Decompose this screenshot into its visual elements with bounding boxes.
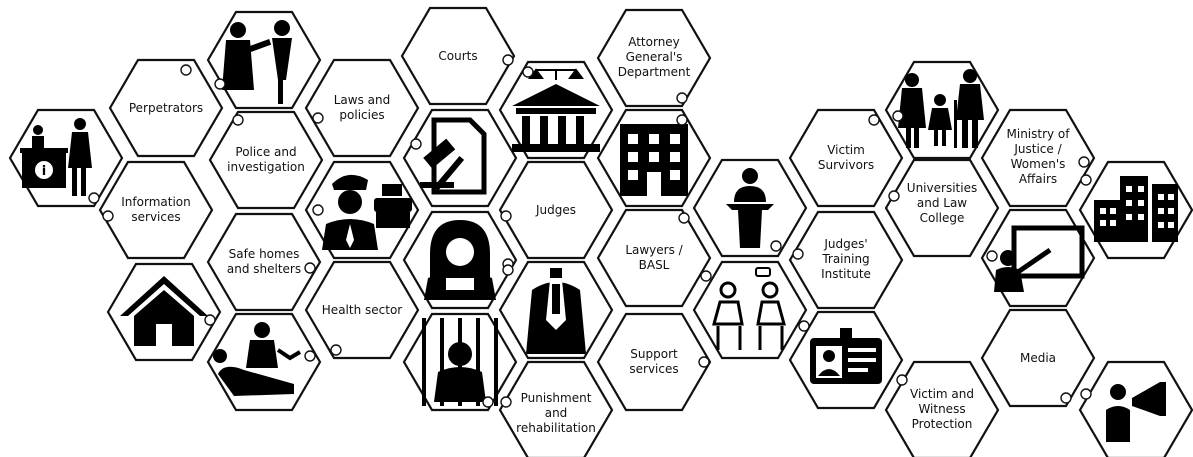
svg-text:i: i (42, 164, 46, 179)
label-laws: Laws and (334, 93, 391, 107)
svg-text:Courts: Courts (438, 49, 477, 63)
svg-text:Lawyers /BASL: Lawyers /BASL (625, 243, 683, 272)
house-icon (106, 262, 222, 362)
label-courts: Courts (438, 49, 477, 63)
hex-courts: Courts (400, 6, 516, 106)
svg-text:Judges: Judges (535, 203, 576, 217)
hex-connector-icon (304, 262, 316, 274)
hex-connector-icon (500, 210, 512, 222)
lawyer-robe-icon (498, 260, 614, 360)
hex-connector-icon (868, 114, 880, 126)
label-police: Police and (235, 145, 296, 159)
label-information-services: Information (121, 195, 190, 209)
medical-care-icon (206, 312, 322, 412)
counseling-session-icon (692, 260, 808, 360)
information-desk-icon: i (8, 108, 124, 208)
hex-health-sector: Health sector (304, 260, 420, 360)
hex-connector-icon (792, 248, 804, 260)
teacher-whiteboard-icon (980, 208, 1096, 308)
hex-connector-icon (678, 212, 690, 224)
svg-text:Health sector: Health sector (322, 303, 402, 317)
id-card-icon (788, 310, 904, 410)
megaphone-speaker-icon (1078, 360, 1193, 457)
label-victim: Victim (827, 143, 865, 157)
gavel-document-icon (402, 108, 518, 208)
hex-connector-icon (676, 92, 688, 104)
label-universities: Universities (907, 181, 977, 195)
label-health: Health sector (322, 303, 402, 317)
hex-connector-icon (500, 396, 512, 408)
label-perpetrators: Perpetrators (129, 101, 203, 115)
svg-text:Perpetrators: Perpetrators (129, 101, 203, 115)
hex-media: Media (980, 308, 1096, 408)
hex-connector-icon (698, 356, 710, 368)
hex-connector-icon (502, 54, 514, 66)
label-victim-witness: Victim and (910, 387, 974, 401)
label-punishment: Punishment (521, 391, 592, 405)
hex-connector-icon (102, 210, 114, 222)
label-judges: Judges (535, 203, 576, 217)
police-officer-icon (304, 160, 420, 260)
hex-connector-icon (232, 114, 244, 126)
label-judges-training: Judges' (823, 237, 867, 251)
hex-connector-icon (312, 112, 324, 124)
office-building-icon (596, 108, 712, 208)
label-safe-homes: Safe homes (229, 247, 300, 261)
label-media: Media (1020, 351, 1056, 365)
speaker-podium-icon (692, 158, 808, 258)
hex-judges: Judges (498, 160, 614, 260)
city-buildings-icon (1078, 160, 1193, 260)
hex-connector-icon (896, 374, 908, 386)
hex-perpetrators: Perpetrators (108, 58, 224, 158)
abuse-scene-icon (206, 10, 322, 110)
hex-lawyers: Lawyers /BASL (596, 208, 712, 308)
label-support: Support (630, 347, 678, 361)
svg-text:Media: Media (1020, 351, 1056, 365)
label-ministry: Ministry of (1007, 127, 1071, 141)
hex-connector-icon (888, 190, 900, 202)
family-icon (884, 60, 1000, 160)
prisoner-behind-bars-icon (402, 312, 518, 412)
label-lawyers: Lawyers / (625, 243, 683, 257)
hex-connector-icon (1078, 156, 1090, 168)
hex-connector-icon (1060, 392, 1072, 404)
hex-connector-icon (330, 344, 342, 356)
label-attorney-general: Attorney (628, 35, 680, 49)
hex-connector-icon (180, 64, 192, 76)
judge-wig-icon (402, 210, 518, 310)
courthouse-icon (498, 60, 614, 160)
